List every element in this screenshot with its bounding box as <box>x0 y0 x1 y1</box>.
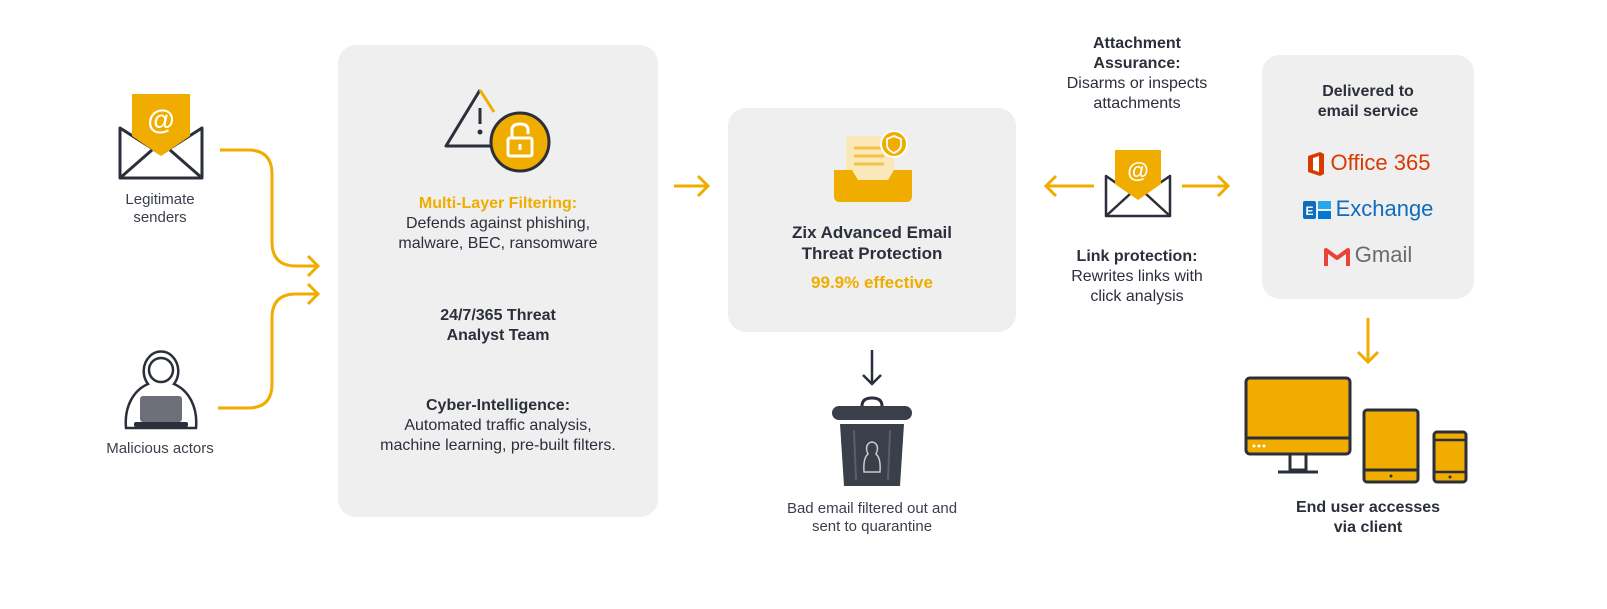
gmail-label: Gmail <box>1354 242 1413 267</box>
svg-text:@: @ <box>147 104 174 135</box>
inbox-shield-icon <box>834 130 912 202</box>
warning-lock-icon <box>444 89 551 173</box>
quarantine-line2: sent to quarantine <box>811 518 933 535</box>
end-user-line1: End user accesses <box>1295 499 1441 516</box>
filtering-desc-line2: malware, BEC, ransomware <box>398 235 598 252</box>
svg-text:@: @ <box>1127 158 1148 183</box>
attachment-desc-line2: attachments <box>1093 95 1181 112</box>
delivery-panel <box>1262 55 1474 299</box>
quarantine-line1: Bad email filtered out and <box>786 500 958 517</box>
office365-label: Office 365 <box>1330 150 1431 175</box>
devices-icon <box>1244 376 1468 484</box>
analyst-team-line2: Analyst Team <box>446 327 550 344</box>
analyst-team-line1: 24/7/365 Threat <box>440 307 556 324</box>
attachment-desc-line1: Disarms or inspects <box>1066 75 1208 92</box>
exchange-logo: E Exchange <box>1262 196 1474 222</box>
svg-text:E: E <box>1305 204 1313 218</box>
attachment-title-line1: Attachment <box>1092 35 1181 52</box>
zix-effectiveness: 99.9% effective <box>811 273 933 292</box>
attachment-title-line2: Assurance: <box>1093 55 1181 72</box>
delivered-title-line1: Delivered to <box>1322 83 1414 100</box>
end-user-line2: via client <box>1333 519 1403 536</box>
cyber-intel-title: Cyber-Intelligence: <box>425 397 571 414</box>
cyber-intel-line2: machine learning, pre-built filters. <box>380 437 616 454</box>
hacker-icon <box>124 350 198 430</box>
cyber-intel-line1: Automated traffic analysis, <box>404 417 592 434</box>
delivered-title-line2: email service <box>1317 103 1419 120</box>
link-protection-title: Link protection: <box>1076 248 1198 265</box>
filtering-desc-line1: Defends against phishing, <box>405 215 591 232</box>
trash-can-icon <box>832 396 912 486</box>
link-protection-desc-line2: click analysis <box>1090 288 1184 305</box>
legitimate-senders-label: Legitimate senders <box>125 191 195 226</box>
exchange-label: Exchange <box>1335 196 1434 221</box>
link-protection-desc-line1: Rewrites links with <box>1071 268 1203 285</box>
email-envelope-icon: @ <box>1104 150 1172 218</box>
malicious-actors-label: Malicious actors <box>106 440 214 457</box>
gmail-logo: Gmail <box>1262 242 1474 268</box>
legitimate-envelope-icon: @ <box>118 94 204 180</box>
zix-title-line1: Zix Advanced Email <box>792 223 952 242</box>
filtering-title: Multi-Layer Filtering: <box>418 195 578 212</box>
zix-title-line2: Threat Protection <box>801 244 943 263</box>
office365-logo: Office 365 <box>1262 150 1474 177</box>
